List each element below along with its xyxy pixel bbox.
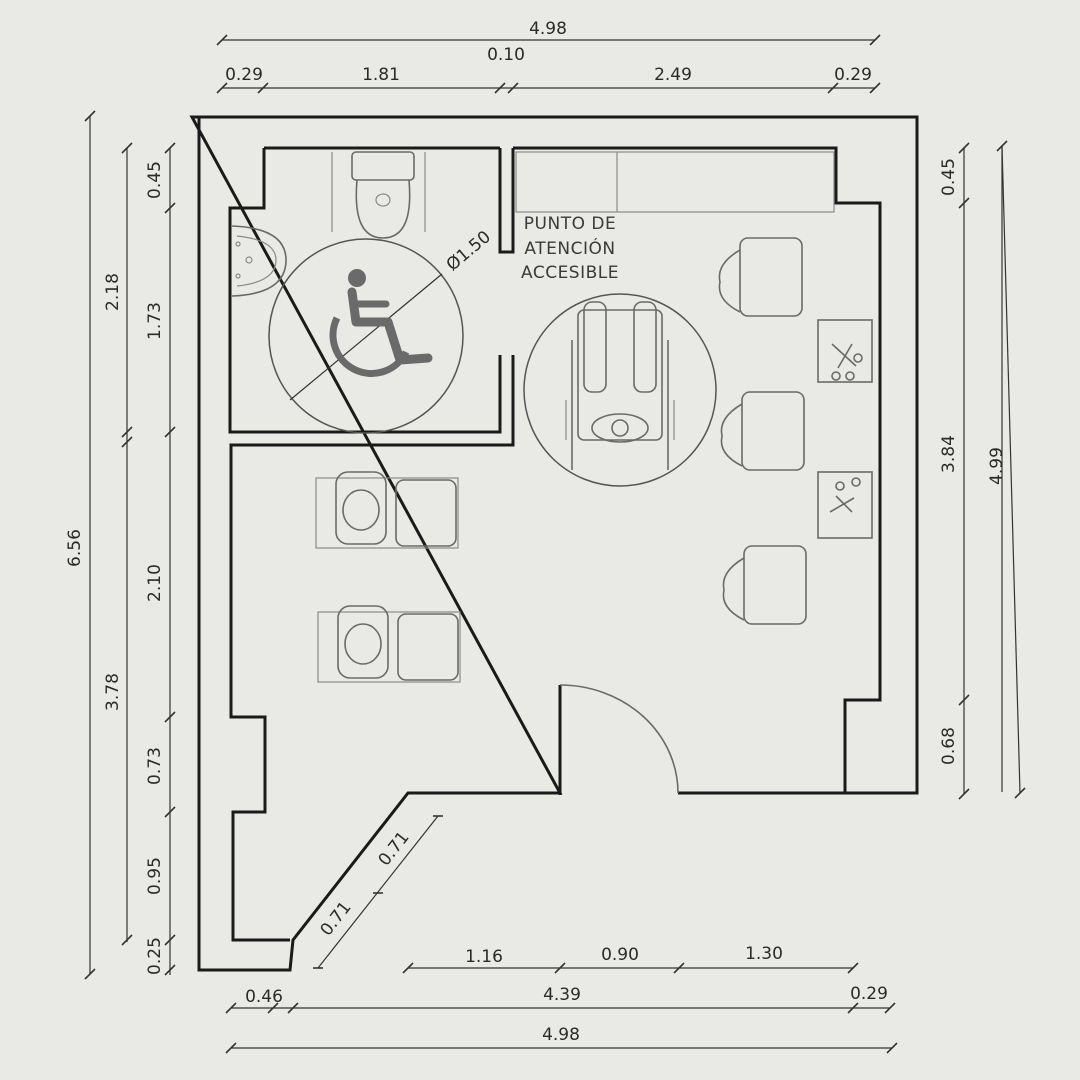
styling-chair-1 <box>718 237 803 317</box>
scissors-icon <box>817 319 873 383</box>
dim-top-bathroom: 1.81 <box>362 65 400 85</box>
inner-wall <box>228 146 882 942</box>
toilet <box>331 151 426 239</box>
dim-left-lower: 3.78 <box>103 673 123 711</box>
dim-left-045: 0.45 <box>145 161 165 199</box>
wash-station-2 <box>317 605 461 683</box>
dim-right-045: 0.45 <box>939 158 959 196</box>
dim-left-210: 2.10 <box>145 564 165 602</box>
salon-turning-circle <box>523 293 717 487</box>
dim-top-right-wall: 0.29 <box>834 65 872 85</box>
bathroom-sink <box>231 225 287 297</box>
dim-right-068: 0.68 <box>939 727 959 765</box>
wash-station-1 <box>315 471 459 549</box>
wheelchair-accessibility-icon <box>329 269 433 377</box>
dim-bottom-middle: 4.39 <box>543 985 581 1005</box>
salon: PUNTO DE ATENCIÓN ACCESIBLE <box>315 151 873 795</box>
walls <box>189 115 919 972</box>
dim-top-gap: 0.10 <box>487 45 525 65</box>
dim-bottom-130: 1.30 <box>745 944 783 964</box>
styling-chair-3 <box>722 545 807 625</box>
dim-bottom-total: 4.98 <box>542 1025 580 1045</box>
dim-bottom-left-wall: 0.46 <box>245 987 283 1007</box>
dim-right-384: 3.84 <box>939 435 959 473</box>
dim-top-salon: 2.49 <box>654 65 692 85</box>
dim-left-095: 0.95 <box>145 857 165 895</box>
dim-bottom-090: 0.90 <box>601 945 639 965</box>
turning-circle-label: Ø1.50 <box>443 227 495 275</box>
bathroom-turning-circle <box>268 238 464 434</box>
bathroom: Ø1.50 <box>231 151 495 434</box>
entrance-door <box>558 684 679 795</box>
styling-chair-2 <box>720 391 805 471</box>
dim-left-173: 1.73 <box>145 302 165 340</box>
dim-left-total: 6.56 <box>65 529 85 567</box>
room-label-line-2: ATENCIÓN <box>524 237 615 259</box>
dim-top-total: 4.98 <box>529 19 567 39</box>
dim-right-total: 4.99 <box>987 447 1007 485</box>
dim-left-073: 0.73 <box>145 747 165 785</box>
dim-bottom-116: 1.16 <box>465 947 503 967</box>
room-label-line-1: PUNTO DE <box>524 214 616 234</box>
dim-left-025: 0.25 <box>145 937 165 975</box>
scissors-icon <box>817 471 873 539</box>
person-in-wheelchair <box>565 301 675 470</box>
counter <box>515 151 835 213</box>
room-label-line-3: ACCESIBLE <box>521 263 619 283</box>
dim-left-upper: 2.18 <box>103 273 123 311</box>
dim-diag-b: 0.71 <box>375 828 414 870</box>
outer-wall <box>189 115 919 972</box>
dim-top-left-wall: 0.29 <box>225 65 263 85</box>
dim-bottom-right-wall: 0.29 <box>850 984 888 1004</box>
dimensions: 4.98 0.10 0.29 1.81 2.49 0.29 6.56 2.18 … <box>65 19 1026 1054</box>
